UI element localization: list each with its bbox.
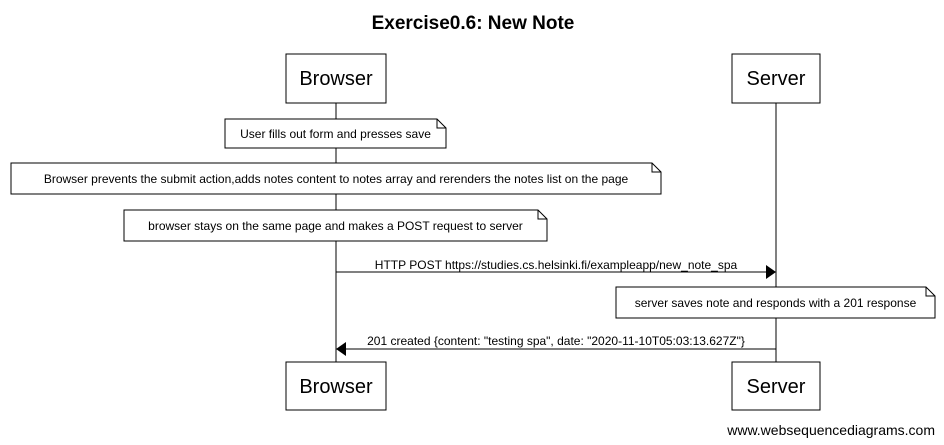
note-browser-prevents-submit: Browser prevents the submit action,adds …	[10, 162, 662, 195]
message-http-post-label: HTTP POST https://studies.cs.helsinki.fi…	[375, 258, 738, 272]
message-201-created: 201 created {content: "testing spa", dat…	[336, 334, 776, 356]
note-server-saves-text: server saves note and responds with a 20…	[635, 296, 917, 310]
actor-browser-bottom-label: Browser	[299, 376, 373, 398]
note-user-fills-form: User fills out form and presses save	[224, 118, 447, 149]
note-browser-prevents-submit-text: Browser prevents the submit action,adds …	[44, 172, 629, 186]
message-http-post: HTTP POST https://studies.cs.helsinki.fi…	[336, 258, 776, 279]
actor-server-top: Server	[731, 53, 821, 104]
actor-server-bottom-label: Server	[747, 376, 806, 398]
actor-server-top-label: Server	[747, 68, 806, 90]
watermark: www.websequencediagrams.com	[726, 422, 935, 438]
note-user-fills-form-text: User fills out form and presses save	[240, 127, 431, 141]
actor-browser-top-label: Browser	[299, 68, 373, 90]
actor-server-bottom: Server	[731, 361, 821, 411]
note-server-saves: server saves note and responds with a 20…	[615, 286, 936, 319]
note-browser-stays-on-page: browser stays on the same page and makes…	[123, 209, 548, 242]
arrowhead-left-icon	[336, 342, 346, 356]
message-201-created-label: 201 created {content: "testing spa", dat…	[367, 334, 745, 348]
arrowhead-right-icon	[766, 265, 776, 279]
actor-browser-bottom: Browser	[285, 361, 387, 411]
diagram-title: Exercise0.6: New Note	[372, 13, 575, 34]
note-browser-stays-on-page-text: browser stays on the same page and makes…	[148, 219, 523, 233]
actor-browser-top: Browser	[285, 53, 387, 104]
